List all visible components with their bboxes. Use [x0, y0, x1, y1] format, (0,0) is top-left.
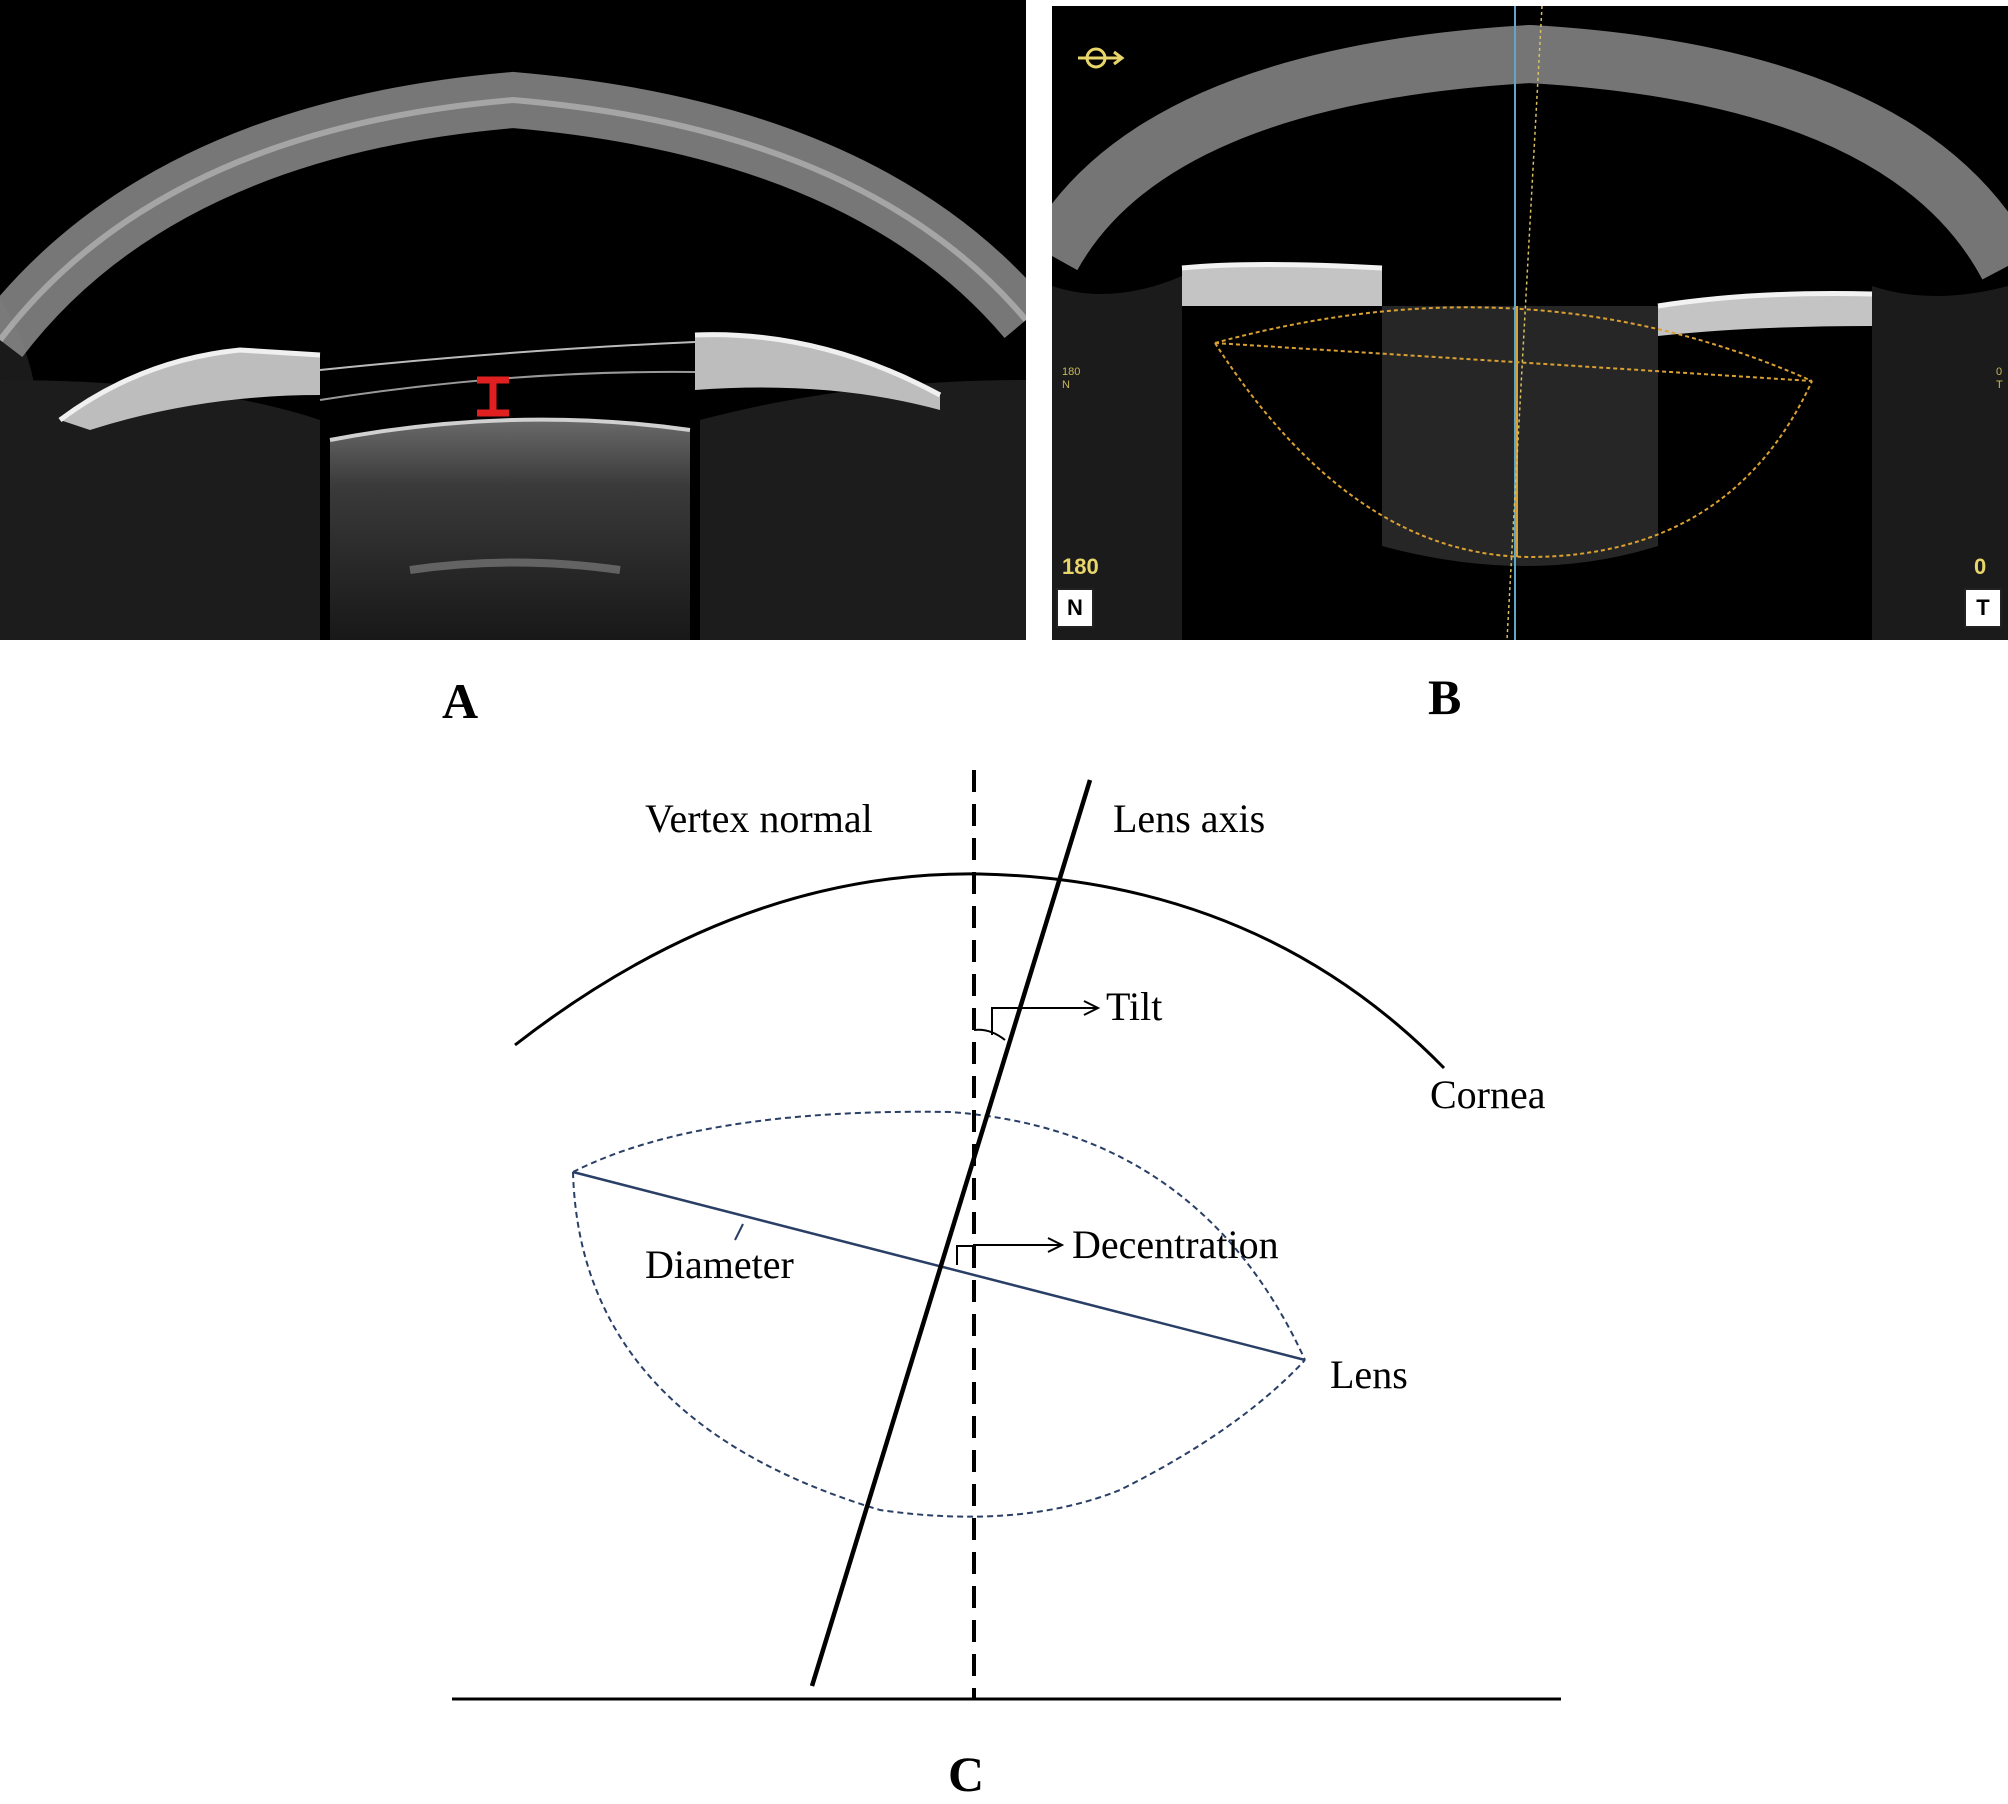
- panel-label-b: B: [1428, 669, 1462, 725]
- left-tiny-side: N: [1062, 379, 1070, 391]
- lens-axis-line: [1506, 6, 1543, 640]
- tilt-label: Tilt: [1106, 984, 1162, 1029]
- tilt-angle-arc: [973, 1028, 1006, 1041]
- right-tiny-side: T: [1996, 379, 2003, 391]
- vault-caliper: [477, 376, 509, 417]
- temporal-marker: T: [1964, 588, 2002, 628]
- decentration-arrow: [973, 1244, 1060, 1265]
- diameter-leader: [734, 1223, 744, 1241]
- lens-anterior-outline: [572, 1110, 1306, 1361]
- eye-orientation-icon: [1078, 47, 1125, 69]
- lens-axis: [809, 779, 1093, 1687]
- left-tiny-angle: 180: [1062, 366, 1081, 378]
- lens-label: Lens: [1330, 1352, 1408, 1397]
- decentration-marker: [956, 1245, 974, 1265]
- decentration-label: Decentration: [1072, 1222, 1279, 1267]
- oct-scan-b: [1052, 6, 2008, 640]
- diameter-label: Diameter: [645, 1242, 794, 1287]
- lens-contour-overlay: [1214, 306, 1813, 559]
- panel-label-c: C: [948, 1746, 985, 1802]
- panel-label-a: A: [442, 673, 479, 729]
- nasal-marker: N: [1056, 588, 1094, 628]
- oct-image-b: 180 N 0 T 180 0 N T: [1052, 6, 2008, 640]
- cornea-curve: [514, 872, 1446, 1070]
- left-angle-readout: 180: [1062, 554, 1099, 579]
- right-angle-readout: 0: [1974, 554, 1987, 579]
- cornea-label: Cornea: [1430, 1072, 1546, 1117]
- oct-image-a: [0, 0, 1026, 640]
- tilt-arrow: [991, 1007, 1096, 1035]
- oct-scan-a: [0, 71, 1026, 640]
- right-tiny-angle: 0: [1996, 366, 2003, 378]
- lens-axis-label: Lens axis: [1113, 796, 1265, 841]
- lens-posterior-outline: [572, 1171, 1306, 1518]
- vertex-normal-label: Vertex normal: [645, 796, 873, 841]
